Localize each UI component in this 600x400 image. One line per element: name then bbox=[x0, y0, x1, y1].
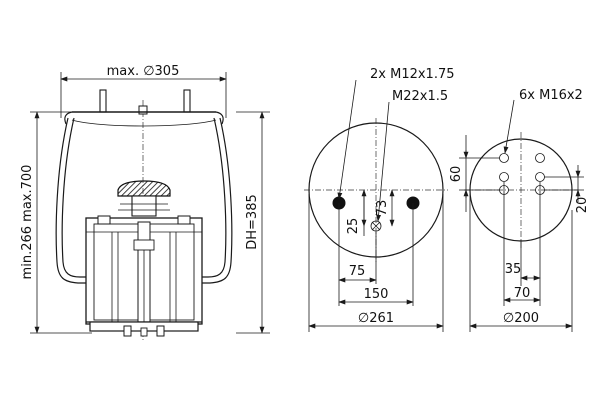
dim-73-label: 73 bbox=[375, 200, 390, 217]
bumper-stem bbox=[118, 195, 170, 217]
bottom-plate bbox=[89, 321, 199, 337]
dim-60-label: 60 bbox=[449, 166, 464, 183]
dim-75-label: 75 bbox=[349, 264, 366, 279]
bellows-outline bbox=[55, 117, 233, 284]
top-plate-view: 2x M12x1.75 M22x1.5 25 73 75 150 ∅261 bbox=[304, 67, 455, 332]
piston bbox=[85, 215, 203, 325]
max-diameter-label: max. ∅305 bbox=[107, 64, 180, 79]
dim-20-label: 20 bbox=[575, 197, 590, 214]
dim-25-label: 25 bbox=[346, 218, 361, 235]
bottom-plate-view: 6x M16x2 60 20 35 70 ∅200 bbox=[449, 88, 590, 332]
width-dimension: max. ∅305 bbox=[60, 64, 227, 118]
design-height-dimension: DH=385 bbox=[236, 111, 270, 334]
dim-150-label: 150 bbox=[364, 287, 389, 302]
air-fitting-callout: M22x1.5 bbox=[392, 89, 448, 104]
top-studs bbox=[99, 89, 191, 115]
bumper-section bbox=[117, 180, 171, 197]
dim-35-label: 35 bbox=[505, 262, 522, 277]
dim-70-label: 70 bbox=[514, 286, 531, 301]
top-plate-diameter-label: ∅261 bbox=[358, 311, 394, 326]
top-bead-plate bbox=[64, 111, 224, 125]
bottom-bolt-holes bbox=[499, 153, 545, 260]
bottom-plate-diameter-label: ∅200 bbox=[503, 311, 539, 326]
air-fitting-symbol bbox=[370, 220, 382, 232]
top-bolt-callout: 2x M12x1.75 bbox=[370, 67, 455, 82]
side-view: max. ∅305 min.266 max.700 DH=385 bbox=[20, 64, 270, 342]
design-height-label: DH=385 bbox=[245, 194, 260, 250]
bottom-bolt-callout: 6x M16x2 bbox=[519, 88, 583, 103]
height-range-label: min.266 max.700 bbox=[20, 165, 35, 280]
